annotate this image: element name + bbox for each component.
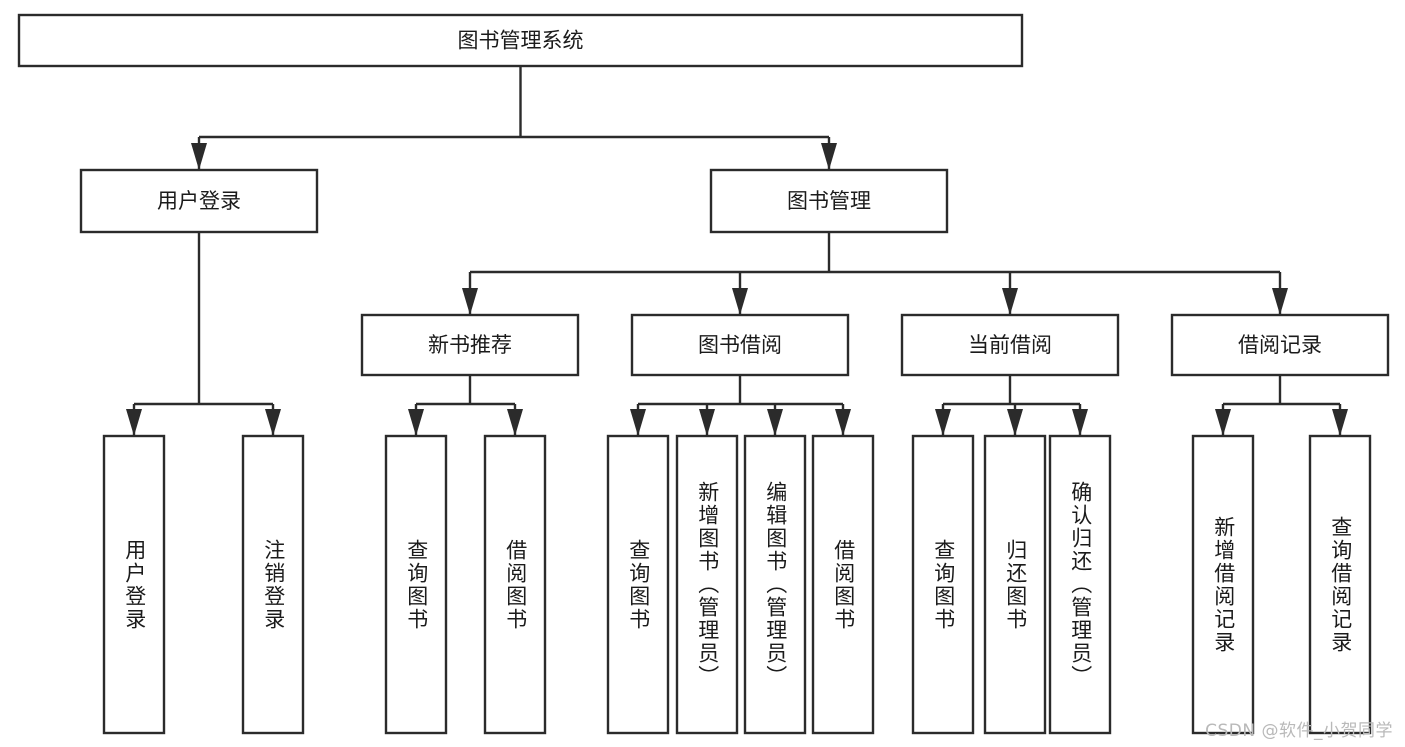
arrow-level3-3 <box>1272 288 1288 315</box>
node-level3-3: 借阅记录 <box>1170 313 1390 377</box>
arrow-leaf-11 <box>1215 409 1231 436</box>
node-leaf-11-rect[interactable] <box>1191 434 1255 735</box>
node-leaf-7 <box>811 434 875 735</box>
node-level3-0: 新书推荐 <box>360 313 580 377</box>
node-leaf-9 <box>983 434 1047 735</box>
arrow-leaf-10 <box>1072 409 1088 436</box>
node-level3-3-label: 借阅记录 <box>1238 333 1322 357</box>
node-leaf-1 <box>241 434 305 735</box>
node-leaf-10 <box>1048 434 1112 735</box>
node-leaf-7-rect[interactable] <box>811 434 875 735</box>
node-leaf-8-rect[interactable] <box>911 434 975 735</box>
arrow-leaf-0 <box>126 409 142 436</box>
arrow-leaf-6 <box>767 409 783 436</box>
node-level2-1-rect[interactable] <box>709 168 949 234</box>
arrow-leaf-7 <box>835 409 851 436</box>
node-level3-1: 图书借阅 <box>630 313 850 377</box>
arrow-leaf-8 <box>935 409 951 436</box>
arrow-level3-1 <box>732 288 748 315</box>
node-level3-2: 当前借阅 <box>900 313 1120 377</box>
node-level2-0-label: 用户登录 <box>157 189 241 213</box>
node-leaf-2-rect[interactable] <box>384 434 448 735</box>
node-leaf-3 <box>483 434 547 735</box>
node-level3-1-rect[interactable] <box>630 313 850 377</box>
node-leaf-4 <box>606 434 670 735</box>
node-level3-2-label: 当前借阅 <box>968 333 1052 357</box>
watermark: CSDN @软件_小贺同学 <box>1205 721 1393 741</box>
arrow-leaf-3 <box>507 409 523 436</box>
arrow-level2-1 <box>821 143 837 170</box>
node-leaf-11 <box>1191 434 1255 735</box>
node-leaf-3-rect[interactable] <box>483 434 547 735</box>
node-level3-0-label: 新书推荐 <box>428 333 512 357</box>
node-leaf-10-rect[interactable] <box>1048 434 1112 735</box>
node-root-label: 图书管理系统 <box>458 29 584 53</box>
arrow-leaf-12 <box>1332 409 1348 436</box>
node-root: 图书管理系统 <box>17 13 1024 68</box>
arrow-level2-0 <box>191 143 207 170</box>
arrow-leaf-1 <box>265 409 281 436</box>
node-level3-1-label: 图书借阅 <box>698 333 782 357</box>
arrow-leaf-4 <box>630 409 646 436</box>
node-leaf-4-rect[interactable] <box>606 434 670 735</box>
node-root-rect[interactable] <box>17 13 1024 68</box>
arrow-leaf-5 <box>699 409 715 436</box>
node-leaf-6 <box>743 434 807 735</box>
node-leaf-5-rect[interactable] <box>675 434 739 735</box>
arrow-level3-2 <box>1002 288 1018 315</box>
node-leaf-0 <box>102 434 166 735</box>
node-leaf-12-rect[interactable] <box>1308 434 1372 735</box>
node-level3-3-rect[interactable] <box>1170 313 1390 377</box>
node-leaf-0-rect[interactable] <box>102 434 166 735</box>
node-leaf-2 <box>384 434 448 735</box>
arrow-level3-0 <box>462 288 478 315</box>
node-leaf-8 <box>911 434 975 735</box>
node-leaf-1-rect[interactable] <box>241 434 305 735</box>
node-level2-0: 用户登录 <box>79 168 319 234</box>
arrow-leaf-2 <box>408 409 424 436</box>
arrow-leaf-9 <box>1007 409 1023 436</box>
node-leaf-6-rect[interactable] <box>743 434 807 735</box>
node-leaf-9-rect[interactable] <box>983 434 1047 735</box>
node-leaf-12 <box>1308 434 1372 735</box>
node-level2-1-label: 图书管理 <box>787 189 871 213</box>
node-level2-0-rect[interactable] <box>79 168 319 234</box>
node-level2-1: 图书管理 <box>709 168 949 234</box>
node-leaf-5 <box>675 434 739 735</box>
